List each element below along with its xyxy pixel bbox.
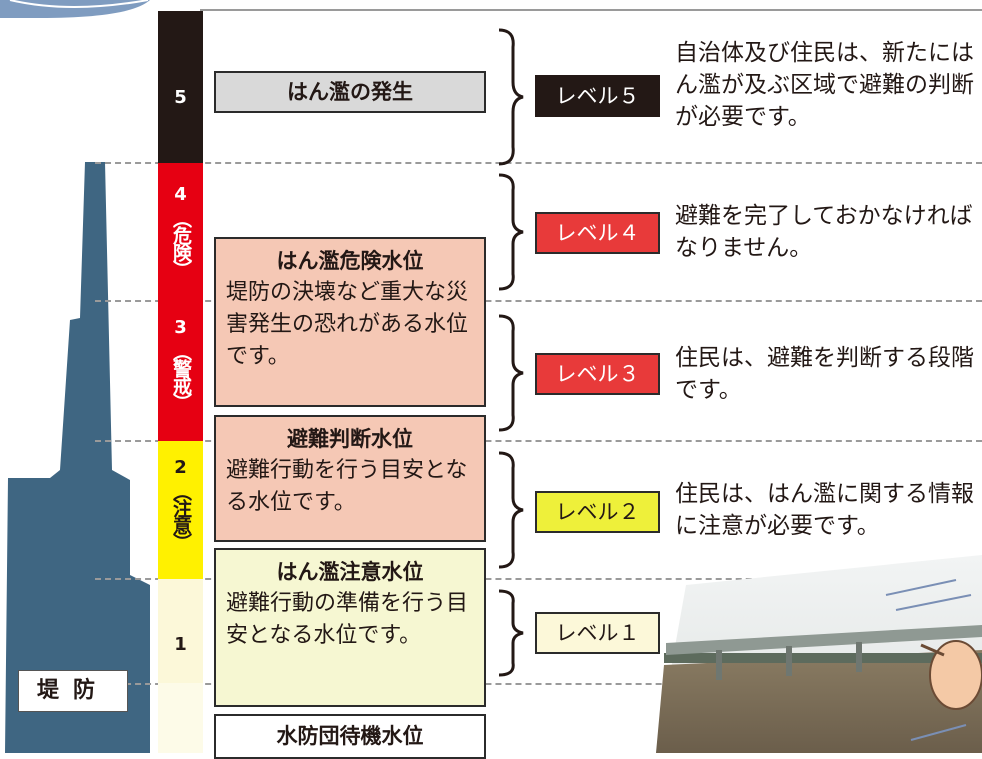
dike-label: 堤防	[18, 670, 128, 712]
scale-label-1: 1	[174, 634, 187, 655]
caution-level-box: はん濫注意水位 避難行動の準備を行う目安となる水位です。	[214, 548, 486, 707]
scale-number-3: 3	[174, 317, 187, 338]
brace-level-1	[498, 589, 524, 677]
level-line-2-1	[95, 578, 982, 580]
top-rule	[200, 9, 982, 11]
alert-desc-4: 避難を完了しておかなければなりません。	[675, 203, 973, 261]
evacuation-level-title: 避難判断水位	[287, 426, 413, 451]
evacuation-level-text: 避難行動を行う目安となる水位です。	[226, 458, 468, 515]
evacuation-level-box: 避難判断水位 避難行動を行う目安となる水位です。	[214, 415, 486, 542]
caution-level-text: 避難行動の準備を行う目安となる水位です。	[226, 591, 469, 648]
scale-label-2: 2 （注意）	[158, 457, 203, 551]
alert-level-3: レベル３	[535, 353, 660, 395]
alert-level-5: レベル５	[535, 75, 660, 117]
scale-note-4: （危険）	[170, 209, 192, 277]
scale-segment-4-3	[158, 163, 203, 441]
river-bridge-photo	[656, 555, 982, 753]
alert-level-4: レベル４	[535, 212, 660, 254]
scale-number-2: 2	[174, 457, 187, 478]
scale-segment-2	[158, 441, 203, 579]
scale-note-3: （警戒）	[170, 342, 192, 410]
scale-note-2: （注意）	[170, 482, 192, 550]
scale-segment-5	[158, 11, 203, 163]
brace-level-5	[498, 28, 524, 166]
scale-segment-base	[158, 683, 203, 753]
level-line-3-2	[95, 440, 982, 442]
standby-level-box: 水防団待機水位	[214, 714, 486, 759]
dike-silhouette	[5, 162, 150, 753]
scale-label-5: 5	[174, 87, 187, 108]
danger-level-text: 堤防の決壊など重大な災害発生の恐れがある水位です。	[226, 280, 469, 369]
scale-label-3: 3 （警戒）	[158, 317, 203, 411]
scale-label-4: 4 （危険）	[158, 184, 203, 278]
occurrence-box: はん濫の発生	[214, 71, 486, 113]
top-badge-fragment	[0, 0, 150, 18]
danger-level-title: はん濫危険水位	[276, 248, 424, 273]
alert-desc-2: 住民は、はん濫に関する情報に注意が必要です。	[675, 481, 974, 539]
alert-desc-3: 住民は、避難を判断する段階です。	[675, 345, 974, 403]
level-line-5-4	[95, 162, 982, 164]
brace-level-2	[498, 451, 524, 569]
alert-desc-5: 自治体及び住民は、新たにはん濫が及ぶ区域で避難の判断が必要です。	[675, 40, 974, 130]
brace-level-3	[498, 314, 524, 432]
alert-level-2: レベル２	[535, 491, 660, 533]
brace-level-4	[498, 173, 524, 291]
caution-level-title: はん濫注意水位	[276, 559, 424, 584]
scale-number-4: 4	[174, 184, 187, 205]
level-line-dike	[95, 683, 982, 685]
scale-segment-1	[158, 579, 203, 683]
danger-level-box: はん濫危険水位 堤防の決壊など重大な災害発生の恐れがある水位です。	[214, 237, 486, 407]
level-line-4-3	[95, 300, 982, 302]
alert-level-1: レベル１	[535, 612, 660, 654]
